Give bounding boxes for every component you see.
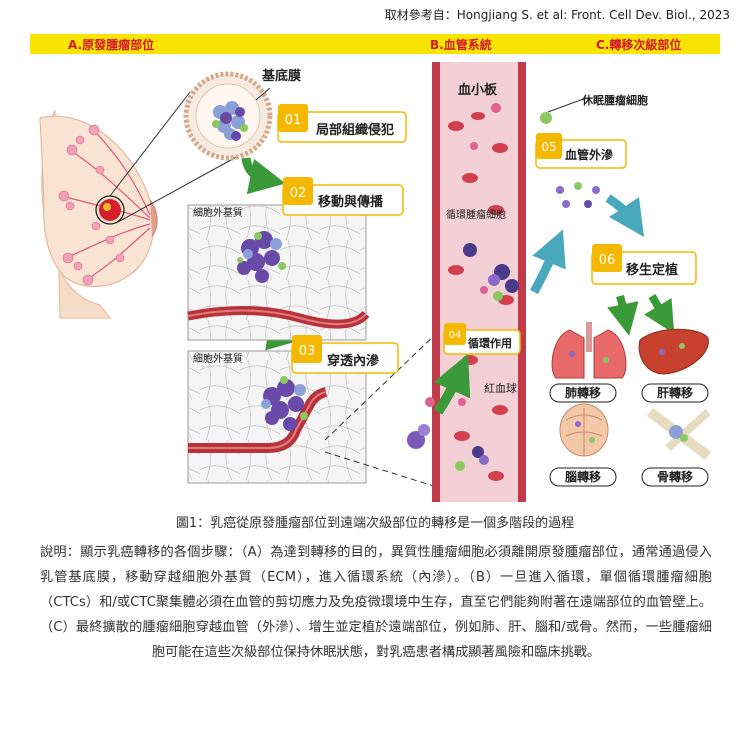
extravasated-cells xyxy=(540,112,600,208)
svg-text:骨轉移: 骨轉移 xyxy=(657,469,693,484)
ecm-panel-1 xyxy=(187,204,370,341)
organ-label-brain: 腦轉移 xyxy=(549,467,617,487)
label-ecm-1: 細胞外基質 xyxy=(193,206,243,219)
svg-text:移生定植: 移生定植 xyxy=(626,262,678,278)
zoom-line-bottom xyxy=(324,451,441,489)
arrow-step-04 xyxy=(433,353,471,415)
liver-illustration xyxy=(638,328,709,375)
section-header-band: A.原發腫瘤部位 B.血管系統 C.轉移次級部位 xyxy=(30,34,720,54)
description-text: 說明：顯示乳癌轉移的各個步驟：（A）為達到轉移的目的，異質性腫瘤細胞必須離開原發… xyxy=(40,545,712,660)
svg-text:04: 04 xyxy=(449,330,462,341)
label-basement-membrane: 基底膜 xyxy=(261,68,301,84)
bone-illustration xyxy=(646,408,712,460)
basement-membrane-detail xyxy=(183,71,273,161)
svg-text:01: 01 xyxy=(285,113,302,128)
figure-caption: 圖1：乳癌從原發腫瘤部位到遠端次級部位的轉移是一個多階段的過程 xyxy=(175,516,575,531)
step-05: 05 血管外滲 xyxy=(535,133,627,169)
svg-text:06: 06 xyxy=(599,253,616,268)
metastasis-diagram: 基底膜 細胞外基質 細胞外基質 xyxy=(39,62,712,502)
ctc-cluster-outside xyxy=(407,397,435,449)
label-dormant: 休眠腫瘤細胞 xyxy=(581,93,648,107)
arrow-to-lung xyxy=(607,294,639,336)
organ-label-lung: 肺轉移 xyxy=(549,383,617,403)
svg-text:局部組織侵犯: 局部組織侵犯 xyxy=(316,122,394,138)
arrow-to-liver xyxy=(644,294,675,334)
step-04: 04 循環作用 xyxy=(443,323,521,355)
organ-label-liver: 肝轉移 xyxy=(641,383,709,403)
section-label-c: C.轉移次級部位 xyxy=(596,38,682,52)
arrow-step-01-02 xyxy=(241,157,286,195)
leader-dormant xyxy=(547,97,587,113)
blood-vessel xyxy=(432,62,526,502)
label-rbc: 紅血球 xyxy=(484,381,517,395)
label-platelet: 血小板 xyxy=(458,82,498,98)
lung-illustration xyxy=(551,322,627,379)
svg-text:循環作用: 循環作用 xyxy=(468,336,512,350)
arrow-step-05-06 xyxy=(605,194,644,237)
step-03: 03 穿透內滲 xyxy=(291,335,399,374)
svg-text:腦轉移: 腦轉移 xyxy=(565,469,601,484)
arrow-to-extravasation xyxy=(530,229,566,295)
figure-description: 說明：顯示乳癌轉移的各個步驟：（A）為達到轉移的目的，異質性腫瘤細胞必須離開原發… xyxy=(40,540,712,665)
brain-illustration xyxy=(559,403,609,457)
breast-illustration xyxy=(39,91,241,319)
label-ctc: 循環腫瘤細胞 xyxy=(446,208,506,221)
svg-text:肝轉移: 肝轉移 xyxy=(657,385,693,400)
step-06: 06 移生定植 xyxy=(591,244,697,285)
svg-text:05: 05 xyxy=(541,140,556,154)
svg-text:血管外滲: 血管外滲 xyxy=(565,147,614,162)
label-ecm-2: 細胞外基質 xyxy=(193,352,243,365)
svg-text:穿透內滲: 穿透內滲 xyxy=(327,353,380,369)
organ-label-bone: 骨轉移 xyxy=(641,467,709,487)
step-02: 02 移動與傳播 xyxy=(282,177,404,216)
zoom-line-top xyxy=(324,329,441,441)
source-citation: 取材參考自：Hongjiang S. et al: Front. Cell De… xyxy=(384,8,730,22)
svg-text:03: 03 xyxy=(299,344,316,359)
svg-text:02: 02 xyxy=(290,186,307,201)
section-label-a: A.原發腫瘤部位 xyxy=(68,38,155,52)
section-label-b: B.血管系統 xyxy=(430,38,492,52)
step-01: 01 局部組織侵犯 xyxy=(277,104,407,143)
svg-text:移動與傳播: 移動與傳播 xyxy=(318,194,384,210)
svg-text:肺轉移: 肺轉移 xyxy=(565,385,601,400)
